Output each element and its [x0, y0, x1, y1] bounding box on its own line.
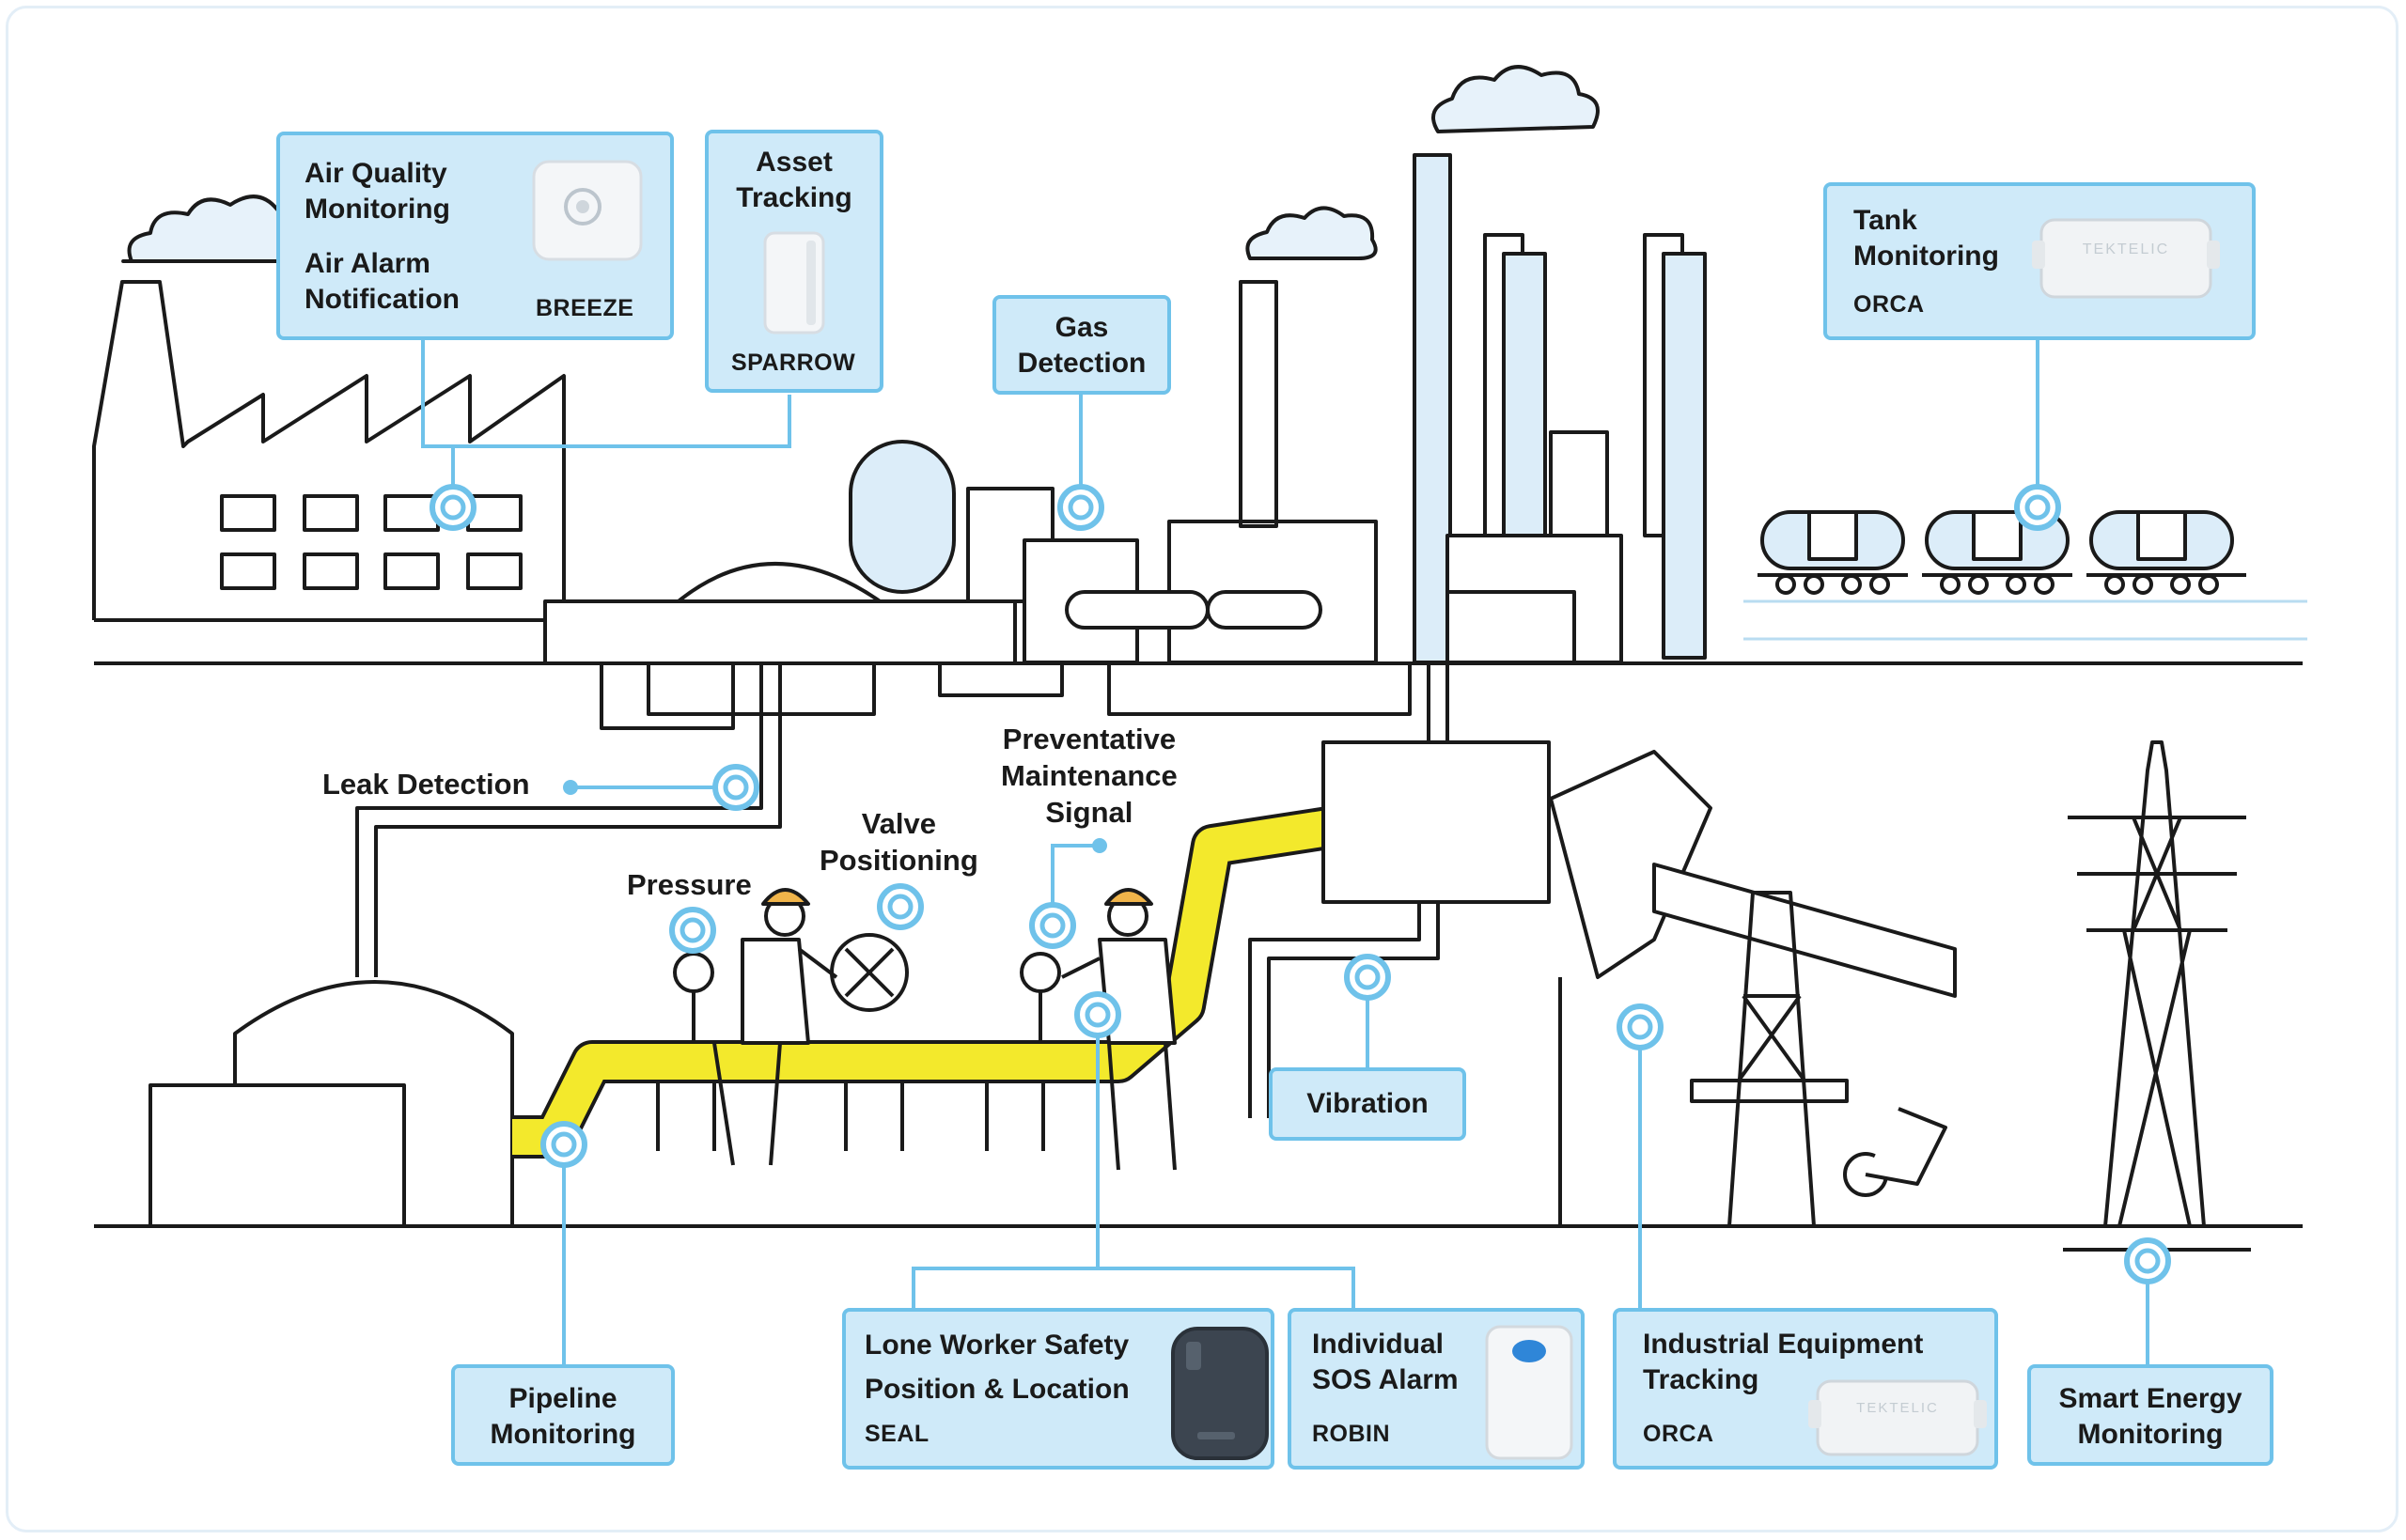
- tank-monitoring-line1: Tank: [1853, 205, 1917, 236]
- smart-energy-line2: Monitoring: [2077, 1419, 2224, 1450]
- pressure-gauge: [1020, 952, 1061, 993]
- tank-monitoring-title: Tank Monitoring: [1853, 203, 1999, 274]
- pipe-supports: [656, 1081, 1045, 1151]
- sensor-pin-tank: [2014, 484, 2061, 531]
- preventative-line1: Preventative: [1002, 723, 1177, 755]
- equipment-orca-product: ORCA: [1643, 1421, 1714, 1447]
- equipment-tracking-title: Industrial Equipment Tracking: [1643, 1327, 1923, 1398]
- air-alarm-line1: Air Alarm: [305, 248, 430, 279]
- sos-alarm-title: Individual SOS Alarm: [1312, 1327, 1459, 1398]
- gas-detection-title: Gas Detection: [996, 310, 1167, 381]
- tank-orca-product: ORCA: [1853, 291, 1925, 318]
- pipeline-monitoring-card: Pipeline Monitoring: [451, 1364, 675, 1466]
- sensor-pin-air: [430, 484, 477, 531]
- breeze-product: BREEZE: [536, 295, 634, 321]
- smart-energy-title: Smart Energy Monitoring: [2031, 1381, 2270, 1453]
- equipment-tracking-card: Industrial Equipment Tracking ORCA TEKTE…: [1613, 1308, 1998, 1470]
- preventative-maintenance-label: Preventative Maintenance Signal: [1001, 721, 1178, 831]
- air-quality-title: Air Quality Monitoring: [305, 156, 450, 227]
- smoke-cloud: [1431, 65, 1600, 133]
- lone-worker-card: Lone Worker Safety Position & Location S…: [842, 1308, 1274, 1470]
- pipeline-monitoring-line2: Monitoring: [490, 1419, 636, 1450]
- equipment-tracking-line1: Industrial Equipment: [1643, 1329, 1924, 1360]
- gas-detection-card: Gas Detection: [992, 295, 1171, 395]
- preventative-line3: Signal: [1045, 796, 1133, 829]
- sensor-pin-leak: [712, 764, 759, 811]
- gas-detection-line1: Gas: [1055, 312, 1109, 343]
- air-quality-card: Air Quality Monitoring Air Alarm Notific…: [276, 132, 674, 340]
- sensor-pin-energy: [2124, 1237, 2171, 1284]
- asset-tracking-line2: Tracking: [736, 182, 852, 213]
- orca-brand-text: TEKTELIC: [2083, 241, 2169, 257]
- sparrow-device-icon: [763, 231, 825, 334]
- pressure-gauge: [673, 952, 714, 993]
- tank-monitoring-line2: Monitoring: [1853, 241, 1999, 272]
- sensor-pin-pressure: [669, 907, 716, 954]
- tank-wagon: [2086, 510, 2246, 595]
- breeze-device-icon: [532, 160, 643, 261]
- sensor-pin-vibration: [1344, 954, 1391, 1001]
- vibration-card: Vibration: [1269, 1067, 1466, 1141]
- robin-device-icon: [1485, 1325, 1573, 1460]
- pumpjack: [1549, 750, 1712, 979]
- orca-brand-text-2: TEKTELIC: [1856, 1400, 1939, 1416]
- worker-figure: [1061, 888, 1177, 1171]
- orca-device-icon-2: TEKTELIC: [1808, 1379, 1987, 1456]
- storage-tank: [849, 440, 956, 594]
- lone-worker-title: Lone Worker Safety Position & Location: [865, 1323, 1130, 1411]
- sensor-pin-valve: [877, 883, 924, 930]
- sensor-pin-maintenance: [1029, 902, 1076, 949]
- asset-tracking-title: Asset Tracking: [709, 145, 880, 216]
- air-quality-title-line1: Air Quality: [305, 158, 447, 189]
- orca-device-icon: TEKTELIC: [2032, 218, 2220, 299]
- leak-detection-label: Leak Detection: [322, 768, 530, 801]
- sensor-pin-pipeline: [540, 1121, 587, 1168]
- asset-tracking-line1: Asset: [756, 147, 833, 178]
- tank-monitoring-card: Tank Monitoring ORCA TEKTELIC: [1823, 182, 2256, 340]
- pipeline-monitoring-line1: Pipeline: [508, 1383, 617, 1414]
- preventative-line2: Maintenance: [1001, 759, 1178, 792]
- tank-wagon: [1758, 510, 1908, 595]
- seal-device-icon: [1171, 1327, 1269, 1460]
- air-alarm-line2: Notification: [305, 284, 460, 315]
- pipeline-monitoring-title: Pipeline Monitoring: [455, 1381, 671, 1453]
- vibration-title: Vibration: [1306, 1088, 1429, 1119]
- smart-energy-line1: Smart Energy: [2058, 1383, 2242, 1414]
- smoke-cloud: [1245, 206, 1378, 260]
- asset-tracking-card: Asset Tracking SPARROW: [705, 130, 883, 393]
- gas-detection-line2: Detection: [1017, 348, 1147, 379]
- equipment-tracking-line2: Tracking: [1643, 1364, 1759, 1395]
- lone-worker-line2: Position & Location: [865, 1374, 1130, 1405]
- pressure-label: Pressure: [627, 868, 752, 901]
- air-alarm-title: Air Alarm Notification: [305, 246, 460, 318]
- air-quality-title-line2: Monitoring: [305, 194, 450, 225]
- power-tower: [2063, 740, 2251, 1252]
- sos-alarm-line2: SOS Alarm: [1312, 1364, 1459, 1395]
- sos-alarm-line1: Individual: [1312, 1329, 1445, 1360]
- sensor-pin-equipment: [1617, 1003, 1664, 1050]
- sensor-pin-gas: [1057, 484, 1104, 531]
- chimney-stack: [1413, 153, 1452, 664]
- valve-label: Valve Positioning: [820, 805, 978, 879]
- smart-energy-card: Smart Energy Monitoring: [2027, 1364, 2273, 1466]
- sensor-pin-worker: [1074, 991, 1121, 1038]
- worker-figure: [712, 888, 838, 1166]
- valve-label-line2: Positioning: [820, 844, 978, 877]
- sos-alarm-card: Individual SOS Alarm ROBIN: [1288, 1308, 1585, 1470]
- factory-building: [92, 280, 566, 620]
- lone-worker-line1: Lone Worker Safety: [865, 1330, 1130, 1361]
- seal-product: SEAL: [865, 1421, 930, 1447]
- robin-product: ROBIN: [1312, 1421, 1391, 1447]
- sparrow-product: SPARROW: [731, 350, 856, 376]
- valve-label-line1: Valve: [861, 807, 937, 840]
